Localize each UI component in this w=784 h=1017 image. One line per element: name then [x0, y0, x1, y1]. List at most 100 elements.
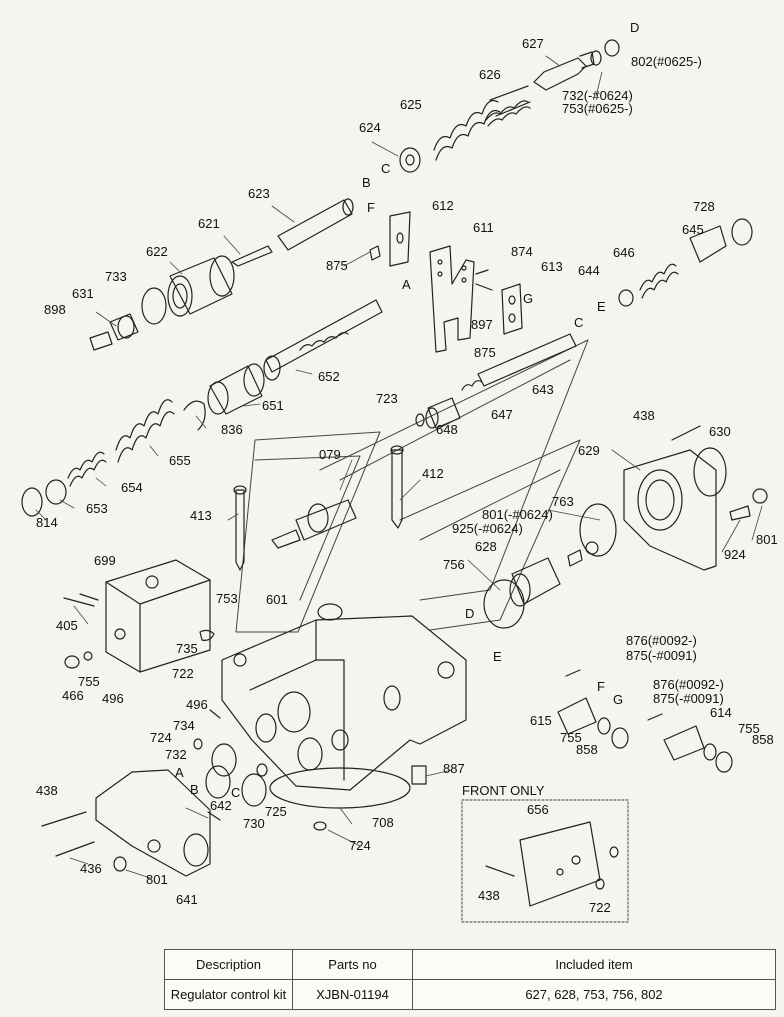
- part-callout: 735: [176, 641, 198, 656]
- part-callout: 622: [146, 244, 168, 259]
- part-callout: 724: [150, 730, 172, 745]
- part-callout: 925(-#0624): [452, 521, 523, 536]
- part-callout: 753(#0625-): [562, 101, 633, 116]
- part-callout: 858: [576, 742, 598, 757]
- part-callout: A: [402, 277, 411, 292]
- part-callout: 733: [105, 269, 127, 284]
- lever-group: [389, 211, 523, 353]
- part-callout: E: [597, 299, 606, 314]
- part-callout: C: [381, 161, 390, 176]
- part-callout: 725: [265, 804, 287, 819]
- plug-614: [411, 713, 733, 785]
- diagram-drawing: 627D802(#0625-)626732(-#0624)753(#0625-)…: [21, 20, 778, 923]
- part-callout: 728: [693, 199, 715, 214]
- part-callout: 405: [56, 618, 78, 633]
- part-callout: 699: [94, 553, 116, 568]
- part-callout: 646: [613, 245, 635, 260]
- part-callout: 079: [319, 447, 341, 462]
- part-callout: 732(-#0624): [562, 88, 633, 103]
- part-callout: 647: [491, 407, 513, 422]
- part-callout: 625: [400, 97, 422, 112]
- front-only-inset: [461, 799, 629, 923]
- part-callout: 756: [443, 557, 465, 572]
- part-callout: 496: [102, 691, 124, 706]
- part-callout: 629: [578, 443, 600, 458]
- part-callout: 413: [190, 508, 212, 523]
- callout-labels: 627D802(#0625-)626732(-#0624)753(#0625-)…: [36, 20, 778, 915]
- part-callout: 875(-#0091): [653, 691, 724, 706]
- part-callout: F: [597, 679, 605, 694]
- part-callout: 630: [709, 424, 731, 439]
- part-callout: 644: [578, 263, 600, 278]
- cover-629: [623, 425, 768, 571]
- part-callout: 802(#0625-): [631, 54, 702, 69]
- part-callout: 624: [359, 120, 381, 135]
- part-callout: 611: [473, 220, 494, 235]
- sleeve-622: [89, 255, 235, 351]
- kit-table-header: Description Parts no Included item: [164, 949, 776, 980]
- part-callout: 612: [432, 198, 454, 213]
- part-callout: C: [231, 785, 240, 800]
- part-callout: 648: [436, 422, 458, 437]
- part-callout: 438: [478, 888, 500, 903]
- part-callout: 601: [266, 592, 288, 607]
- part-callout: 643: [532, 382, 554, 397]
- part-callout: D: [630, 20, 639, 35]
- part-callout: 615: [530, 713, 552, 728]
- part-callout: 898: [44, 302, 66, 317]
- cell-description: Regulator control kit: [164, 979, 293, 1010]
- part-callout: 887: [443, 761, 465, 776]
- part-callout: 438: [633, 408, 655, 423]
- part-callout: 801: [146, 872, 168, 887]
- part-callout: 438: [36, 783, 58, 798]
- part-callout: 722: [589, 900, 611, 915]
- part-callout: 708: [372, 815, 394, 830]
- part-callout: 412: [422, 466, 444, 481]
- part-callout: F: [367, 200, 375, 215]
- kit-table: Description Parts no Included item Regul…: [164, 949, 776, 1010]
- header-included-item: Included item: [412, 949, 776, 980]
- part-callout: 732: [165, 747, 187, 762]
- o-ring-set: [193, 709, 327, 831]
- part-callout: 876(#0092-): [653, 677, 724, 692]
- part-callout: 627: [522, 36, 544, 51]
- part-callout: 753: [216, 591, 238, 606]
- part-callout: 755: [78, 674, 100, 689]
- part-callout: 651: [262, 398, 284, 413]
- header-description: Description: [164, 949, 293, 980]
- part-callout: 436: [80, 861, 102, 876]
- part-callout: 628: [475, 539, 497, 554]
- part-callout: G: [613, 692, 623, 707]
- part-callout: 801(-#0624): [482, 507, 553, 522]
- cover-641: [41, 769, 221, 877]
- main-body-601: [221, 603, 467, 809]
- part-callout: 496: [186, 697, 208, 712]
- watermark-outline: [235, 339, 589, 633]
- kit-table-row: Regulator control kit XJBN-01194 627, 62…: [164, 979, 776, 1010]
- part-callout: 722: [172, 666, 194, 681]
- part-callout: 730: [243, 816, 265, 831]
- part-callout: 613: [541, 259, 563, 274]
- bolt-group-upper: [233, 445, 404, 571]
- part-callout: E: [493, 649, 502, 664]
- part-callout: 723: [376, 391, 398, 406]
- part-callout: 897: [471, 317, 493, 332]
- leader-lines: [35, 55, 763, 879]
- spool-assembly-right: [415, 218, 753, 429]
- part-callout: D: [465, 606, 474, 621]
- part-callout: 724: [349, 838, 371, 853]
- part-callout: 623: [248, 186, 270, 201]
- spool-assembly-middle: [21, 299, 383, 517]
- part-callout: 656: [527, 802, 549, 817]
- part-callout: 875(-#0091): [626, 648, 697, 663]
- part-callout: G: [523, 291, 533, 306]
- part-callout: A: [175, 765, 184, 780]
- part-callout: 763: [552, 494, 574, 509]
- part-callout: 814: [36, 515, 58, 530]
- part-callout: B: [362, 175, 371, 190]
- part-callout: 654: [121, 480, 143, 495]
- inset-title: FRONT ONLY: [462, 783, 545, 798]
- part-callout: 734: [173, 718, 195, 733]
- part-callout: 653: [86, 501, 108, 516]
- part-callout: 874: [511, 244, 533, 259]
